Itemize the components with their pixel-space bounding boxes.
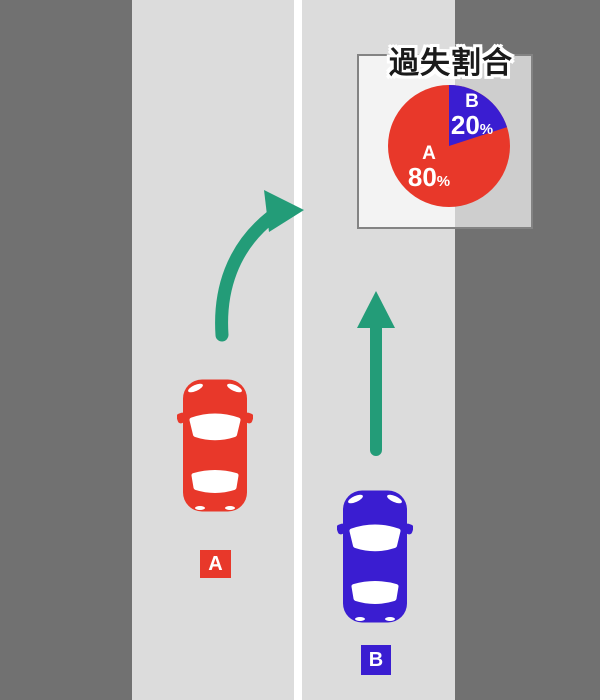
percent-sign: % <box>479 121 494 138</box>
car-details-group <box>188 383 242 510</box>
straight-arrowhead <box>357 291 395 328</box>
car-headlight-left <box>348 494 363 504</box>
car-b-label-text: B <box>368 649 384 671</box>
car-windshield <box>189 413 241 441</box>
car-details-group <box>348 494 402 621</box>
car-rear-window <box>191 470 239 493</box>
lane-change-arrowhead <box>264 190 304 232</box>
pie-label-a: A 80% <box>408 144 450 195</box>
car-taillight-right <box>385 617 395 621</box>
car-a-lane-change-arrow <box>215 190 304 342</box>
car-a-label-badge: A <box>200 550 231 578</box>
car-a-icon <box>177 379 253 512</box>
pie-label-a-name: A <box>422 143 436 164</box>
car-b-icon <box>337 490 413 623</box>
fault-ratio-panel: 過失割合 B 20% A 80% <box>357 47 533 229</box>
car-taillight-left <box>195 506 205 510</box>
pie-label-b-name: B <box>465 91 479 112</box>
car-taillight-right <box>225 506 235 510</box>
panel-title: 過失割合 <box>389 47 513 80</box>
car-rear-window <box>351 581 399 604</box>
car-b-straight-arrow <box>357 291 395 456</box>
car-headlight-right <box>227 383 242 393</box>
car-headlight-left <box>188 383 203 393</box>
car-headlight-right <box>387 494 402 504</box>
car-a-label-text: A <box>208 553 223 575</box>
pie-label-a-value: 80% <box>407 162 451 192</box>
percent-sign: % <box>436 173 451 190</box>
lane-divider-line <box>294 0 302 700</box>
car-a <box>177 379 253 512</box>
pie-label-b-value: 20% <box>450 110 494 140</box>
car-windshield <box>349 524 401 552</box>
pie-slice-b <box>449 85 508 146</box>
pie-label-b: B 20% <box>451 92 493 143</box>
lane-change-arrow-curve <box>215 210 278 342</box>
car-b-label-badge: B <box>361 645 391 675</box>
car-b <box>337 490 413 623</box>
fault-ratio-pie-chart <box>388 85 510 207</box>
car-taillight-left <box>355 617 365 621</box>
